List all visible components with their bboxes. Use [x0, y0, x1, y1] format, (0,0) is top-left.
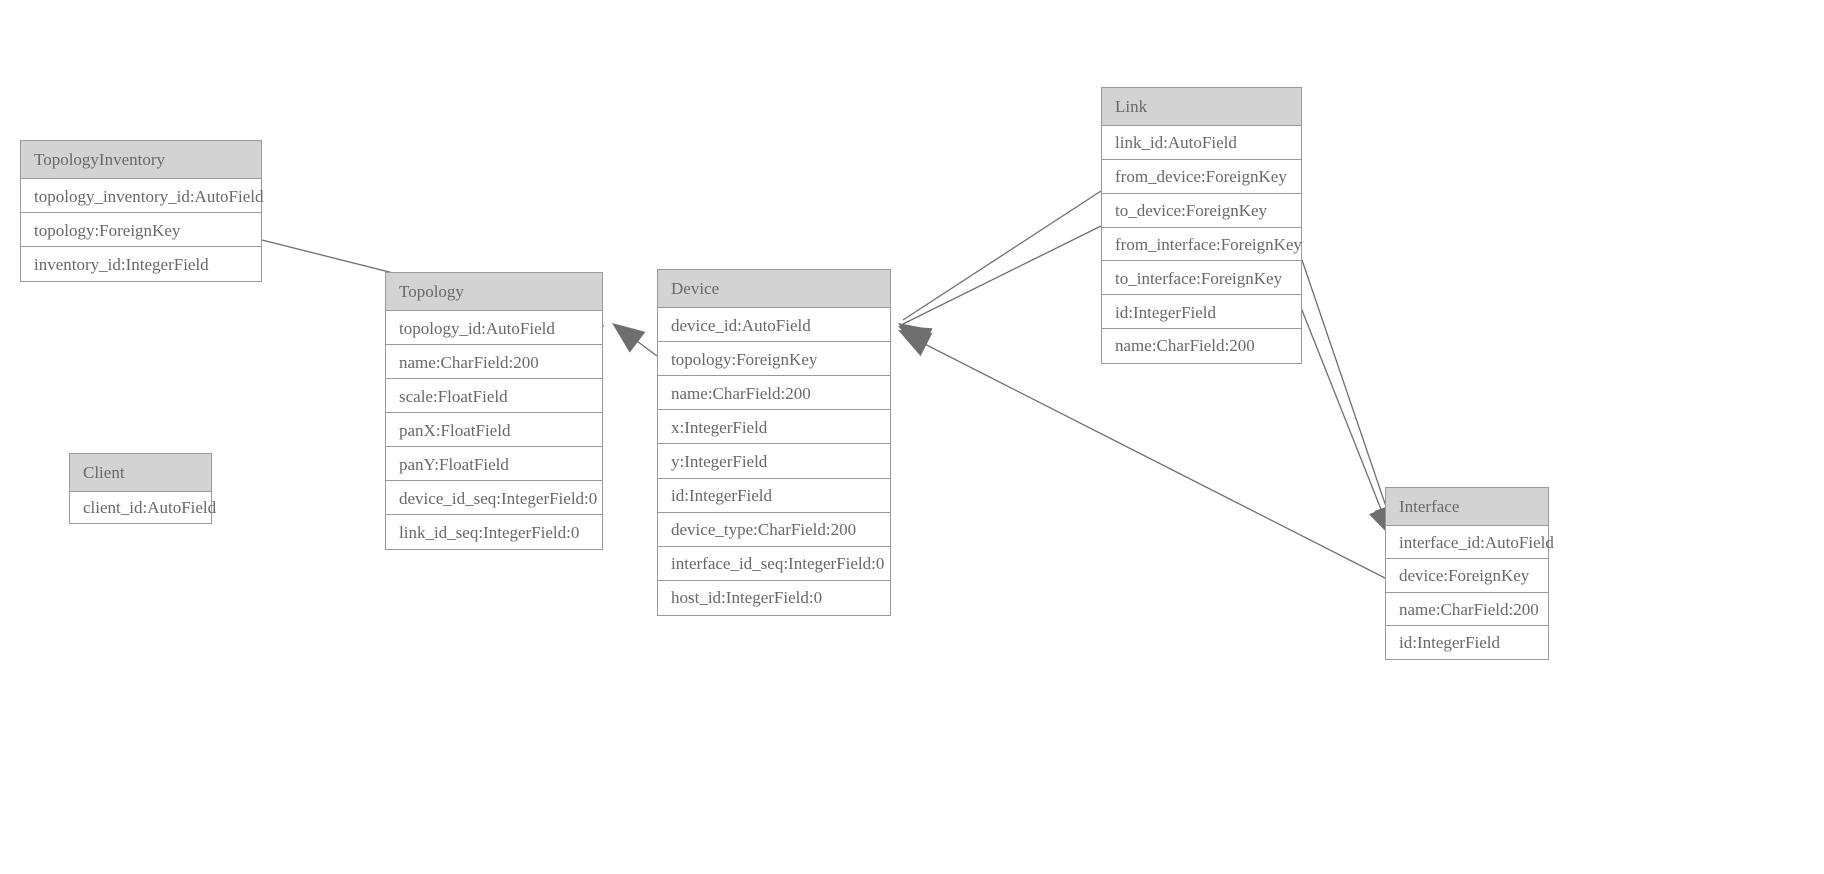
- entity-field-row: device_id:AutoField: [658, 308, 890, 343]
- entity-field-row: host_id:IntegerField:0: [658, 580, 890, 615]
- entity-field-row: id:IntegerField: [1386, 625, 1548, 659]
- entity-field-row: device_id_seq:IntegerField:0: [386, 481, 602, 515]
- entity-field-row: inventory_id:IntegerField: [21, 247, 261, 281]
- relationship-arrowhead: [612, 323, 646, 353]
- entity-field-row: topology:ForeignKey: [658, 342, 890, 377]
- entity-field-row: to_device:ForeignKey: [1102, 193, 1301, 228]
- entity-field-row: client_id:AutoField: [70, 492, 216, 523]
- entity-field-row: scale:FloatField: [386, 379, 602, 413]
- entity-field-row: y:IntegerField: [658, 444, 890, 479]
- entity-field-row: interface_id:AutoField: [1386, 526, 1554, 560]
- relationship-edge: [902, 190, 1102, 321]
- entity-field-row: topology_inventory_id:AutoField: [21, 179, 264, 213]
- relationship-edge: [902, 225, 1102, 325]
- entity-field-row: topology:ForeignKey: [21, 213, 261, 247]
- entity-field-row: name:CharField:200: [1102, 329, 1301, 363]
- entity-field-row: name:CharField:200: [386, 345, 602, 379]
- relationship-edge: [1295, 294, 1391, 533]
- entity-field-row: id:IntegerField: [658, 478, 890, 513]
- entity-title-device: Device: [658, 270, 890, 308]
- entity-title-interface: Interface: [1386, 488, 1548, 526]
- entity-field-row: x:IntegerField: [658, 410, 890, 445]
- entity-field-row: interface_id_seq:IntegerField:0: [658, 546, 890, 581]
- entity-field-row: name:CharField:200: [1386, 592, 1548, 626]
- entity-field-row: from_device:ForeignKey: [1102, 159, 1301, 194]
- entity-field-row: link_id_seq:IntegerField:0: [386, 515, 602, 549]
- entity-field-row: topology_id:AutoField: [386, 311, 602, 345]
- relationship-arrowhead: [898, 330, 933, 357]
- entity-field-row: panX:FloatField: [386, 413, 602, 447]
- relationship-edge: [616, 325, 658, 357]
- entity-field-row: link_id:AutoField: [1102, 126, 1301, 160]
- entity-title-topology_inventory: TopologyInventory: [21, 141, 261, 179]
- entity-field-row: id:IntegerField: [1102, 295, 1301, 330]
- entity-title-client: Client: [70, 454, 211, 492]
- entity-title-topology: Topology: [386, 273, 602, 311]
- entity-field-row: panY:FloatField: [386, 447, 602, 481]
- entity-field-row: to_interface:ForeignKey: [1102, 261, 1301, 296]
- entity-field-row: from_interface:ForeignKey: [1102, 227, 1302, 262]
- relationship-arrowhead: [898, 326, 933, 352]
- relationship-edge: [902, 332, 1386, 579]
- entity-title-link: Link: [1102, 88, 1301, 126]
- relationship-edge: [1301, 259, 1395, 531]
- entity-field-row: device_type:CharField:200: [658, 512, 890, 547]
- entity-field-row: name:CharField:200: [658, 376, 890, 411]
- entity-field-row: device:ForeignKey: [1386, 559, 1548, 593]
- relationship-arrowhead: [898, 323, 932, 352]
